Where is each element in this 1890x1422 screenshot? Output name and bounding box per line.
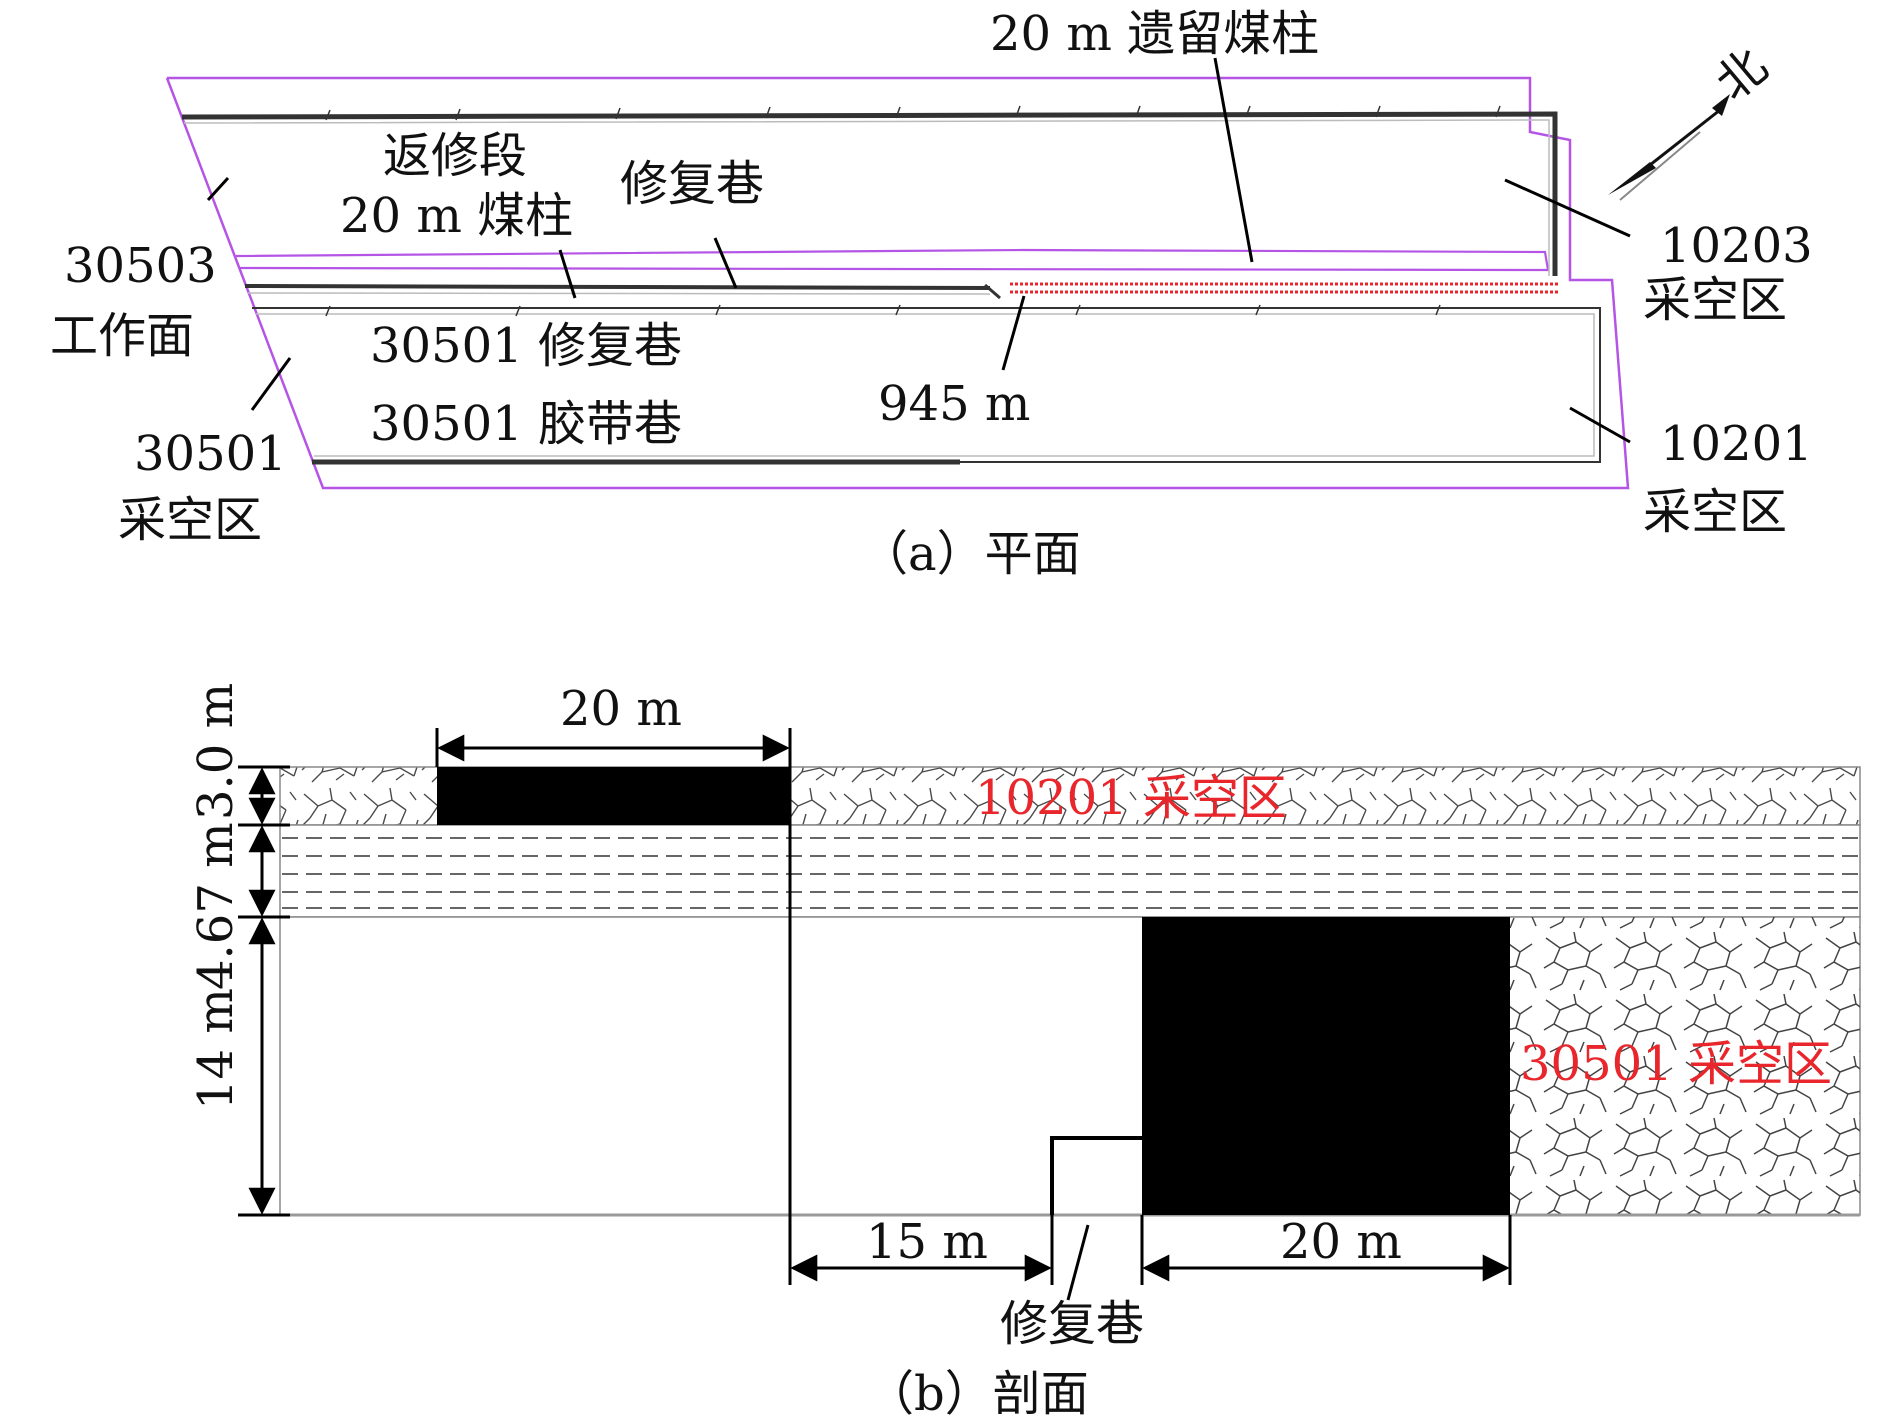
label-section-repair: 修复巷 [1000, 1296, 1144, 1352]
label-repair-30501: 30501 修复巷 [370, 318, 682, 374]
leader-remnant-pillar [1213, 57, 1254, 263]
north-arrow [1608, 94, 1730, 201]
label-goaf-10201-b: 采空区 [1643, 484, 1787, 540]
label-goaf-30501-b: 采空区 [118, 492, 262, 548]
leader-rework [558, 249, 577, 299]
label-goaf-10203-a: 10203 [1660, 218, 1813, 274]
plan-purple-inner [235, 248, 1550, 272]
label-repair-roadway: 修复巷 [620, 156, 764, 212]
plan-purple-outline [165, 76, 1630, 490]
leader-945 [1001, 295, 1026, 371]
section-upper-pillar [437, 767, 790, 825]
label-top-width: 20 m [560, 681, 682, 737]
label-bottom-width: 20 m [1280, 1214, 1402, 1270]
section-repair-roadway [1050, 1136, 1142, 1215]
leader-section-repair [1066, 1224, 1090, 1301]
caption-plan: （a）平面 [860, 526, 1081, 582]
label-rework-section: 返修段 [383, 128, 527, 184]
section-view: 20 m 15 m 20 m 修复巷 （b）剖面 10201 采空区 30501… [188, 681, 1861, 1422]
label-north: 北 [1706, 38, 1779, 112]
label-goaf-30501-a: 30501 [134, 426, 287, 482]
label-belt-30501: 30501 胶带巷 [370, 396, 682, 452]
label-goaf-10203-b: 采空区 [1643, 272, 1787, 328]
label-face-30503-a: 30503 [64, 238, 217, 294]
label-distance-945: 945 m [878, 376, 1030, 432]
label-dim-3: 3.0 m [188, 683, 244, 820]
label-pillar-20m: 20 m 煤柱 [340, 188, 573, 244]
plan-upper-roadway [181, 111, 1558, 276]
leader-repair [713, 237, 738, 289]
label-dim-467: 4.67 m [188, 822, 244, 990]
plan-view: 20 m 遗留煤柱 返修段 20 m 煤柱 修复巷 30503 工作面 3050… [50, 6, 1813, 582]
leader-30501-goaf [250, 357, 292, 411]
label-goaf-10201: 10201 采空区 [975, 770, 1287, 826]
section-30501-goaf [1510, 917, 1860, 1215]
label-dist-15: 15 m [866, 1214, 988, 1270]
label-goaf-30501: 30501 采空区 [1520, 1036, 1832, 1092]
section-lower-pillar [1142, 917, 1510, 1215]
plan-repair-roadway-line [244, 284, 991, 290]
caption-section: （b）剖面 [866, 1366, 1089, 1422]
section-interlayer [279, 824, 1861, 918]
label-remnant-pillar: 20 m 遗留煤柱 [990, 6, 1319, 62]
leader-30503 [206, 176, 230, 202]
label-face-30503-b: 工作面 [50, 308, 194, 364]
leader-10203 [1504, 178, 1631, 238]
label-dim-14: 14 m [188, 988, 244, 1110]
leader-10201 [1569, 406, 1631, 444]
label-goaf-10201-a: 10201 [1660, 416, 1813, 472]
